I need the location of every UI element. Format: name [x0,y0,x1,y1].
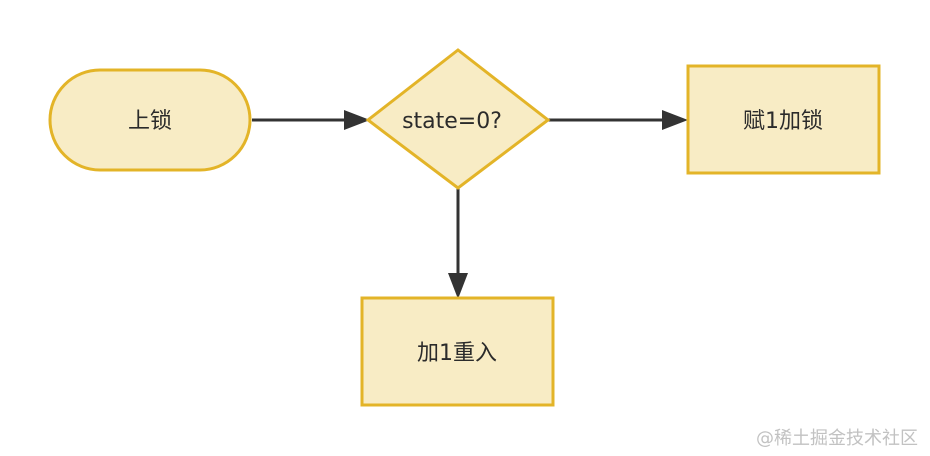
lock-node-label: 赋1加锁 [743,109,823,134]
decision-node-shape [365,48,551,190]
start-node-label: 上锁 [128,109,172,134]
decision-node-label: state=0? [402,109,502,134]
arrowhead-start-to-decision [344,110,370,130]
watermark: @稀土掘金技术社区 [756,428,918,449]
arrowhead-decision-to-lock [662,110,688,130]
reenter-node-shape [360,296,555,407]
start-node-shape [48,68,252,172]
decision-node: state=0? [365,48,551,190]
lock-node: 赋1加锁 [686,64,881,175]
start-node: 上锁 [48,68,252,172]
reenter-node-label: 加1重入 [417,341,497,366]
arrowhead-decision-to-reenter [448,273,468,299]
reenter-node: 加1重入 [360,296,555,407]
lock-node-shape [686,64,881,175]
edges [252,110,688,299]
